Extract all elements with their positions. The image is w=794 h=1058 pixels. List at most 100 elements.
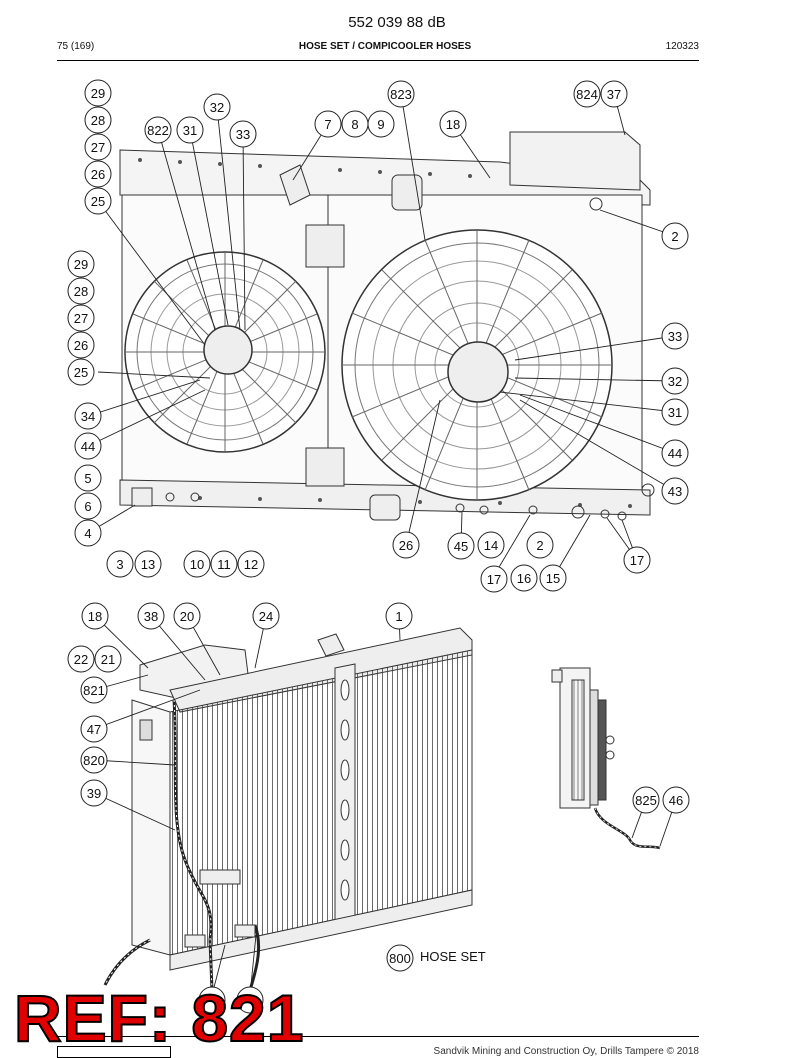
callouts-upper: 29 28 27 26 25 32 822 31 33 7 8 9 823 18… bbox=[67, 79, 689, 593]
callout: 4 bbox=[74, 519, 102, 547]
callout: 18 bbox=[439, 110, 467, 138]
svg-text:12: 12 bbox=[244, 557, 258, 572]
footer-rule bbox=[57, 1036, 699, 1037]
callout: 7 bbox=[314, 110, 342, 138]
callout: 17 bbox=[623, 546, 651, 574]
callout: 2 bbox=[526, 531, 554, 559]
callout: 47 bbox=[80, 715, 108, 743]
callout: 25 bbox=[67, 358, 95, 386]
callout: 24 bbox=[252, 602, 280, 630]
callout: 26 bbox=[67, 331, 95, 359]
svg-text:8: 8 bbox=[351, 117, 358, 132]
svg-text:34: 34 bbox=[81, 409, 95, 424]
svg-text:20: 20 bbox=[180, 609, 194, 624]
svg-text:37: 37 bbox=[607, 87, 621, 102]
svg-text:1: 1 bbox=[395, 609, 402, 624]
svg-text:3: 3 bbox=[116, 557, 123, 572]
svg-text:31: 31 bbox=[668, 405, 682, 420]
callout: 44 bbox=[74, 432, 102, 460]
callout: 15 bbox=[539, 564, 567, 592]
callout: 27 bbox=[67, 304, 95, 332]
callout: 12 bbox=[237, 550, 265, 578]
svg-text:46: 46 bbox=[669, 793, 683, 808]
callout: 32 bbox=[203, 93, 231, 121]
hose-set-legend: 800 HOSE SET bbox=[386, 944, 486, 972]
callouts-side: 825 46 bbox=[632, 786, 690, 814]
cooler-front-view bbox=[119, 131, 655, 521]
svg-text:33: 33 bbox=[668, 329, 682, 344]
svg-text:25: 25 bbox=[74, 365, 88, 380]
svg-text:21: 21 bbox=[101, 652, 115, 667]
callout: 38 bbox=[137, 602, 165, 630]
callout: 20 bbox=[173, 602, 201, 630]
svg-text:43: 43 bbox=[668, 484, 682, 499]
svg-text:44: 44 bbox=[668, 446, 682, 461]
callout: 33 bbox=[229, 120, 257, 148]
svg-text:823: 823 bbox=[390, 87, 412, 102]
callout: 43 bbox=[661, 477, 689, 505]
callout: 32 bbox=[661, 367, 689, 395]
cooler-side-view bbox=[551, 667, 661, 850]
page-number: 75 (169) bbox=[57, 41, 95, 52]
unlabeled-callouts bbox=[198, 986, 264, 1014]
svg-text:26: 26 bbox=[399, 538, 413, 553]
svg-text:2: 2 bbox=[671, 229, 678, 244]
callout: 26 bbox=[84, 160, 112, 188]
callout: 28 bbox=[84, 106, 112, 134]
callout: 13 bbox=[134, 550, 162, 578]
svg-text:16: 16 bbox=[517, 571, 531, 586]
svg-text:26: 26 bbox=[91, 167, 105, 182]
svg-text:28: 28 bbox=[91, 113, 105, 128]
callout: 824 bbox=[573, 80, 601, 108]
svg-text:5: 5 bbox=[84, 471, 91, 486]
svg-text:18: 18 bbox=[88, 609, 102, 624]
callout: 14 bbox=[477, 531, 505, 559]
svg-text:800: 800 bbox=[389, 951, 411, 966]
callout: 33 bbox=[661, 322, 689, 350]
svg-text:24: 24 bbox=[259, 609, 273, 624]
svg-text:47: 47 bbox=[87, 722, 101, 737]
svg-text:9: 9 bbox=[377, 117, 384, 132]
callout: 820 bbox=[80, 746, 108, 774]
svg-text:28: 28 bbox=[74, 284, 88, 299]
callout: 3 bbox=[106, 550, 134, 578]
svg-text:45: 45 bbox=[454, 539, 468, 554]
callout: 39 bbox=[80, 779, 108, 807]
svg-text:10: 10 bbox=[190, 557, 204, 572]
footer-copyright: Sandvik Mining and Construction Oy, Dril… bbox=[433, 1046, 699, 1057]
callout: 26 bbox=[392, 531, 420, 559]
callout: 9 bbox=[367, 110, 395, 138]
svg-text:44: 44 bbox=[81, 439, 95, 454]
callout: 10 bbox=[183, 550, 211, 578]
callout: 17 bbox=[480, 565, 508, 593]
svg-text:825: 825 bbox=[635, 793, 657, 808]
callout: 45 bbox=[447, 532, 475, 560]
svg-text:824: 824 bbox=[576, 87, 598, 102]
svg-text:6: 6 bbox=[84, 499, 91, 514]
callout: 29 bbox=[84, 79, 112, 107]
callout: 821 bbox=[80, 676, 108, 704]
callout: 18 bbox=[81, 602, 109, 630]
svg-text:17: 17 bbox=[487, 572, 501, 587]
svg-text:15: 15 bbox=[546, 571, 560, 586]
callout: 37 bbox=[600, 80, 628, 108]
svg-text:17: 17 bbox=[630, 553, 644, 568]
callout: 822 bbox=[144, 116, 172, 144]
svg-text:821: 821 bbox=[83, 683, 105, 698]
page-title: HOSE SET / COMPICOOLER HOSES bbox=[298, 41, 472, 52]
callout: 44 bbox=[661, 439, 689, 467]
svg-text:31: 31 bbox=[183, 123, 197, 138]
svg-text:29: 29 bbox=[74, 257, 88, 272]
callout: 16 bbox=[510, 564, 538, 592]
callout: 825 bbox=[632, 786, 660, 814]
callout: 25 bbox=[84, 187, 112, 215]
callout: 31 bbox=[661, 398, 689, 426]
document-number: 552 039 88 dB bbox=[348, 14, 446, 31]
callout: 5 bbox=[74, 464, 102, 492]
callout: 22 bbox=[67, 645, 95, 673]
callout: 31 bbox=[176, 116, 204, 144]
callout: 34 bbox=[74, 402, 102, 430]
svg-text:822: 822 bbox=[147, 123, 169, 138]
reference-stamp: REF: 821 bbox=[13, 981, 305, 1055]
callout: 823 bbox=[387, 80, 415, 108]
